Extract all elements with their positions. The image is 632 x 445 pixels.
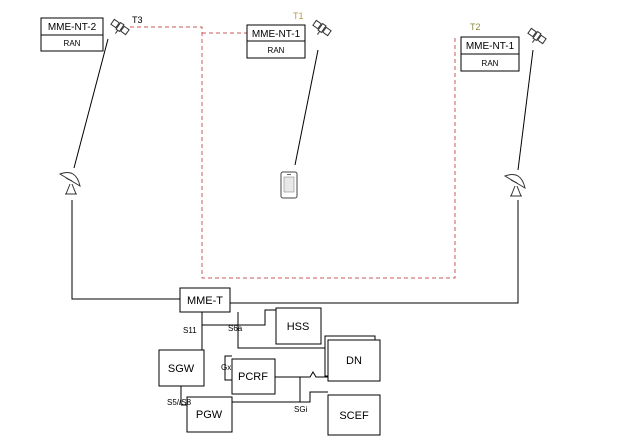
node-mme-nt1-t2-label: MME-NT-1 <box>466 41 515 52</box>
satellite-dish-icon <box>503 174 526 197</box>
node-hss: HSS <box>275 307 322 345</box>
satellite-icon <box>110 18 130 36</box>
node-mme-nt1-t1-label: MME-NT-1 <box>252 29 301 40</box>
inter-satellite-links <box>130 26 456 279</box>
node-hss-label: HSS <box>287 321 310 333</box>
node-mme-nt2-ran-label: RAN <box>64 39 81 48</box>
satellite-icon <box>527 27 547 45</box>
node-sgw-label: SGW <box>168 363 195 375</box>
satellite-icon <box>312 19 332 37</box>
node-pcrf-label: PCRF <box>238 371 268 383</box>
interface-s11-label: S11 <box>183 326 197 335</box>
node-pgw-label: PGW <box>196 409 223 421</box>
node-sgw: SGW <box>158 349 205 387</box>
node-pcrf: PCRF <box>231 358 276 395</box>
satellite-tag-t1: T1 <box>293 11 304 21</box>
node-mme-nt2-label: MME-NT-2 <box>48 22 97 33</box>
node-mme-t-label: MME-T <box>187 295 223 307</box>
node-dn-label: DN <box>346 355 362 367</box>
interface-sgi-label: SGi <box>294 405 308 414</box>
node-scef: SCEF <box>327 394 381 436</box>
node-mme-nt1-t2: MME-NT-1 RAN <box>460 36 520 72</box>
satellite-dish-icon <box>58 172 81 195</box>
node-mme-t: MME-T <box>179 287 231 313</box>
node-scef-label: SCEF <box>339 410 369 422</box>
isl-t3-t2-path <box>130 26 456 279</box>
satellite-tag-t2: T2 <box>470 22 481 32</box>
node-dn: DN <box>324 335 381 382</box>
node-mme-nt1-t1: MME-NT-1 RAN <box>246 24 306 59</box>
feeder-links <box>71 38 534 304</box>
interface-s5s8-label: S5//S8 <box>167 398 192 407</box>
node-mme-nt2: MME-NT-2 RAN <box>40 17 104 52</box>
satellite-tag-t3: T3 <box>132 15 143 25</box>
node-mme-nt1-t2-ran-label: RAN <box>482 59 499 68</box>
interface-s6a-label: S6a <box>228 324 243 333</box>
interface-gx-label: Gx <box>221 363 231 372</box>
node-mme-nt1-t1-ran-label: RAN <box>268 46 285 55</box>
node-pgw: PGW <box>186 396 233 433</box>
phone-icon <box>280 171 298 199</box>
